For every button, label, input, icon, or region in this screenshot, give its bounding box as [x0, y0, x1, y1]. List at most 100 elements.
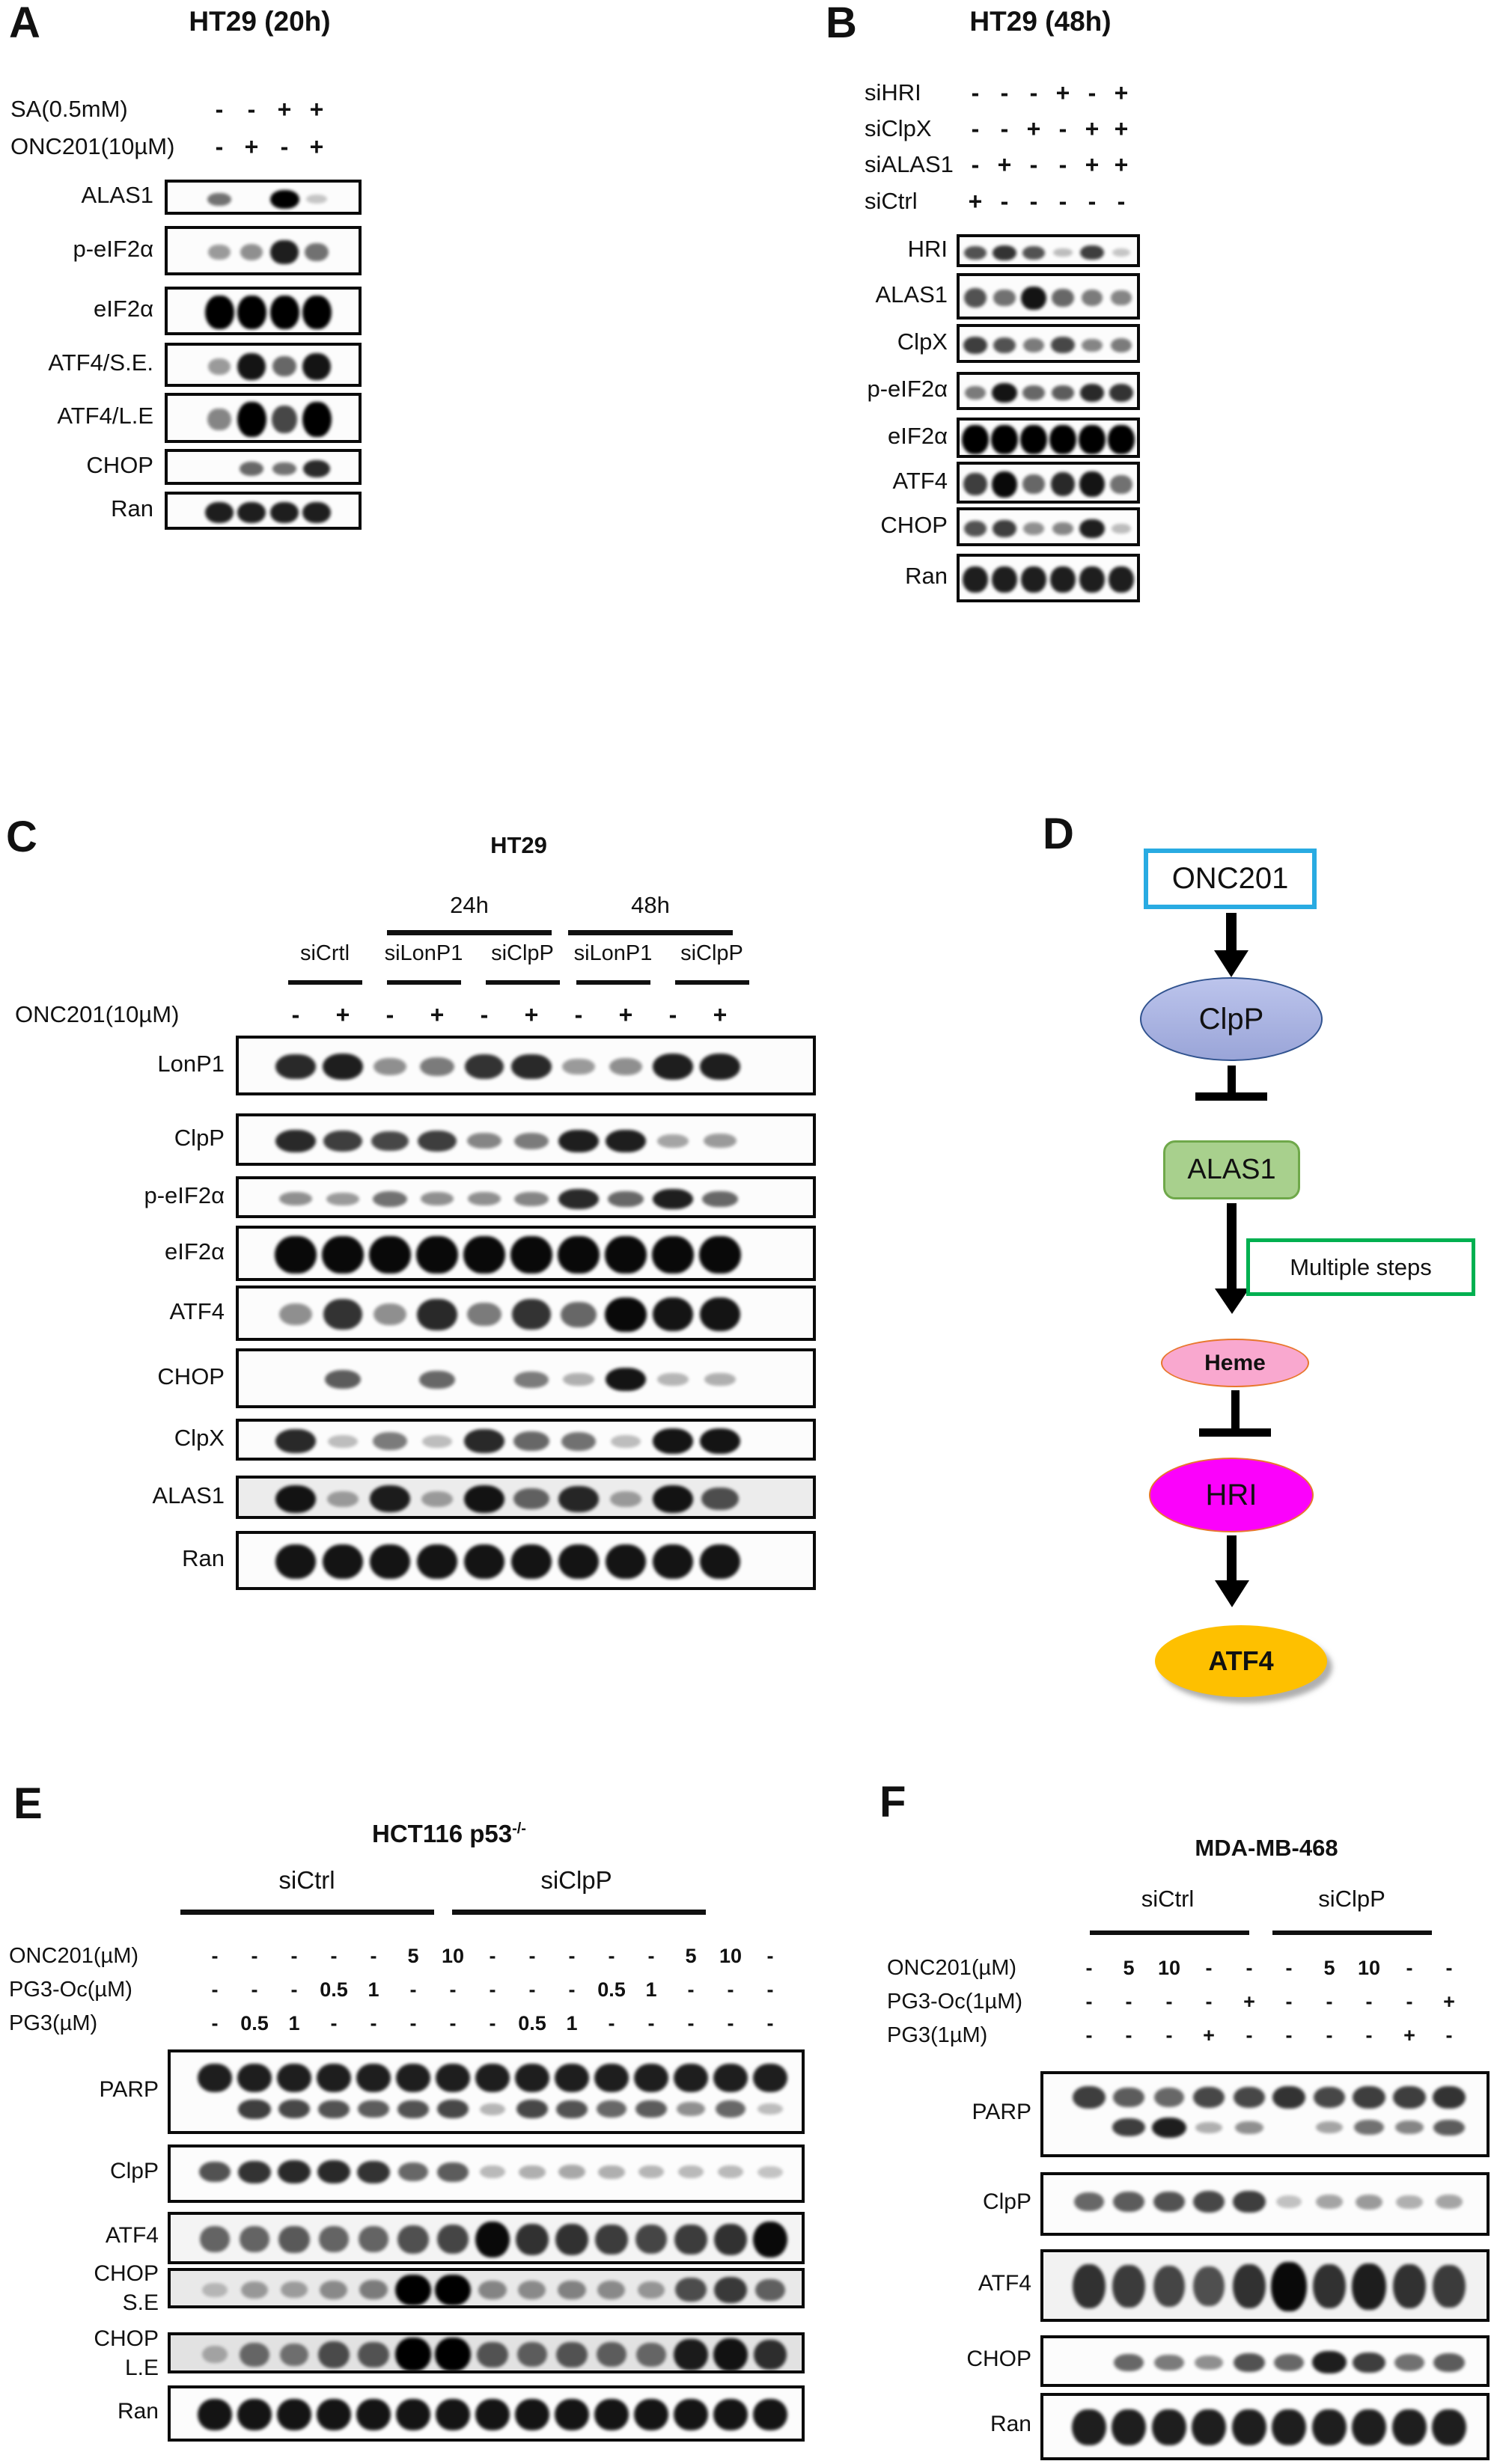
panel-b-lane-symbol: -	[971, 115, 980, 142]
panel-e-band	[673, 2399, 709, 2431]
panel-f-label: F	[879, 1778, 906, 1826]
panel-a-band	[237, 352, 266, 380]
panel-e-lane-symbol: -	[647, 1945, 655, 1967]
panel-a-band	[302, 502, 331, 523]
panel-a-blot-label: ATF4/L.E	[57, 403, 153, 429]
panel-f-band	[1433, 2119, 1465, 2136]
diagram-node-clpp: ClpP	[1140, 977, 1323, 1061]
panel-c-blot-chop	[236, 1348, 816, 1408]
arrow-alas1-heme-stem	[1227, 1203, 1237, 1290]
panel-e-band	[317, 2064, 351, 2092]
panel-a-band	[269, 295, 299, 330]
panel-c-band	[417, 1298, 457, 1330]
panel-e-band	[276, 2399, 312, 2431]
panel-e-band	[754, 2278, 786, 2302]
panel-f-blot-label: PARP	[972, 2099, 1031, 2124]
panel-a-band	[208, 244, 231, 260]
panel-e-band	[437, 2162, 469, 2182]
panel-f-band	[1195, 2355, 1223, 2370]
panel-f-sirna-group-underline	[1272, 1930, 1432, 1935]
panel-f-band	[1073, 2086, 1106, 2109]
panel-e-lane-symbol: -	[608, 1945, 615, 1967]
panel-c-band	[322, 1544, 364, 1580]
panel-e-band	[556, 2100, 588, 2118]
panel-f-band	[1312, 2409, 1347, 2446]
panel-b-band	[1022, 245, 1046, 260]
panel-f-band	[1392, 2264, 1427, 2308]
panel-f-lane-symbol: -	[1085, 2024, 1093, 2046]
panel-b-lane-symbol: -	[1000, 79, 1009, 106]
panel-b-blot-eif2-	[957, 418, 1140, 458]
panel-b-band	[1049, 424, 1076, 455]
panel-e-band	[555, 2223, 588, 2255]
panel-f-band	[1112, 2265, 1145, 2308]
panel-e-lane-symbol: -	[766, 2012, 774, 2035]
panel-e-band	[316, 2399, 352, 2431]
panel-e-band	[714, 2277, 747, 2303]
panel-a-band	[302, 460, 331, 477]
panel-b-band	[1021, 566, 1046, 593]
panel-e-lane-symbol: -	[766, 1945, 774, 1967]
panel-f-band	[1433, 2265, 1466, 2308]
panel-e-lane-symbol: -	[568, 1945, 576, 1967]
panel-e-band	[556, 2341, 588, 2367]
panel-e-sirna-group-underline	[180, 1910, 434, 1915]
panel-e-lane-symbol: -	[489, 2012, 496, 2035]
panel-e-band	[595, 2224, 628, 2255]
panel-e-band	[754, 2340, 787, 2370]
inhibit-heme-hri-stem	[1231, 1390, 1240, 1431]
panel-b-band	[1110, 338, 1132, 352]
panel-e-lane-symbol: -	[489, 1945, 496, 1967]
panel-f-lane-symbol: -	[1445, 2024, 1453, 2046]
panel-c-band	[609, 1058, 643, 1076]
panel-c-blot-eif2-	[236, 1226, 816, 1281]
panel-b-blot-label: eIF2α	[888, 422, 948, 449]
panel-c-time-group-label: 48h	[631, 892, 670, 918]
panel-e-band	[753, 2064, 787, 2092]
panel-e-lane-symbol: 5	[685, 1945, 697, 1967]
panel-e-band	[239, 2226, 270, 2253]
panel-c-band	[605, 1544, 647, 1580]
panel-e-lane-symbol: -	[568, 1978, 576, 2001]
panel-e-lane-symbol: -	[766, 1978, 774, 2001]
diagram-node-multiple-steps: Multiple steps	[1246, 1238, 1475, 1296]
panel-b-lane-symbol: +	[997, 151, 1012, 178]
panel-f-lane-symbol: -	[1205, 1957, 1213, 1979]
panel-e-lane-symbol: 10	[441, 1945, 465, 1967]
panel-e-band	[714, 2223, 747, 2255]
panel-f-band	[1235, 2121, 1263, 2134]
panel-c-blot-label: ClpX	[174, 1424, 225, 1451]
panel-e-band	[752, 2399, 788, 2431]
panel-c-band	[657, 1373, 689, 1386]
panel-b-band	[1080, 245, 1104, 260]
panel-a-band	[208, 358, 231, 375]
panel-c-band	[558, 1544, 600, 1580]
panel-a-band	[204, 295, 234, 330]
panel-f-lane-symbol: 5	[1323, 1957, 1335, 1979]
panel-c-band	[701, 1488, 739, 1511]
panel-c-band	[702, 1190, 738, 1207]
panel-e-band	[717, 2165, 744, 2179]
panel-c-blot-label: eIF2α	[165, 1238, 225, 1265]
panel-b-band	[992, 245, 1017, 260]
panel-b-blot-label: Ran	[905, 563, 948, 590]
panel-a-band	[271, 405, 298, 434]
panel-c-blot-alas1	[236, 1476, 816, 1519]
panel-e-band	[202, 2282, 228, 2297]
panel-e-band	[201, 2346, 228, 2364]
panel-f-lane-symbol: -	[1125, 2024, 1132, 2046]
panel-f-band	[1354, 2120, 1384, 2136]
panel-a-blot-atf4-l-e	[165, 393, 362, 443]
panel-f-band	[1072, 2409, 1106, 2446]
panel-c-sirna-group-label: siClpP	[491, 941, 554, 965]
panel-e-lane-symbol: -	[528, 1945, 536, 1967]
panel-a-band	[207, 192, 232, 206]
panel-b-band	[963, 336, 987, 354]
panel-c-band	[467, 1133, 501, 1149]
panel-f-band	[1273, 2353, 1305, 2372]
panel-a-band	[239, 462, 264, 476]
panel-a-blot-label: CHOP	[86, 451, 153, 478]
panel-f-treatment-label: PG3-Oc(1µM)	[887, 1990, 1023, 2014]
panel-e-band	[674, 2224, 707, 2255]
